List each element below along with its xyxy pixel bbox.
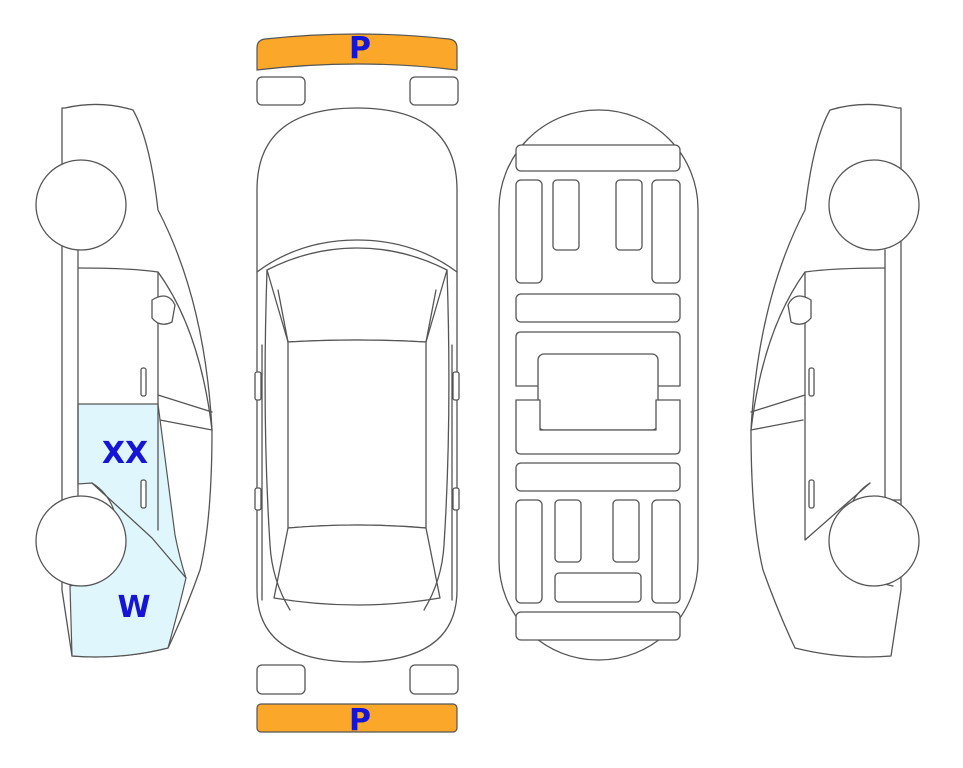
front-bumper-label: P	[349, 31, 371, 66]
top-view-rear-window[interactable]	[273, 524, 441, 606]
underside-panel-front-inner-right[interactable]	[615, 179, 643, 251]
underside-panel-rear-right[interactable]	[651, 499, 681, 604]
left-side-rear-wheel[interactable]	[35, 159, 127, 251]
right-side-front-door-handle[interactable]	[808, 479, 815, 509]
left-side-rear-door-handle[interactable]	[140, 367, 147, 397]
underside-panel-front-inner-left[interactable]	[552, 179, 580, 251]
left-side-front-door-handle[interactable]	[140, 479, 147, 509]
front-right-light[interactable]	[409, 76, 459, 106]
underside-panel-rear-center[interactable]	[554, 572, 642, 603]
right-side-roof-line	[750, 267, 886, 431]
front-bumper-shape	[256, 33, 458, 71]
left-front-fender-label: W	[117, 590, 150, 625]
left-side-window-sill	[157, 394, 213, 413]
right-side-belt-line	[750, 419, 804, 431]
top-view-right-rear-handle	[452, 487, 460, 511]
left-side-belt-line	[159, 419, 213, 431]
underside-panel-mid-rear[interactable]	[515, 462, 681, 492]
front-left-light[interactable]	[256, 76, 306, 106]
top-view-right-mirror[interactable]	[452, 371, 460, 401]
right-side-front-wheel[interactable]	[828, 495, 920, 587]
top-view-hood-line	[256, 239, 458, 273]
underside-panel-front-right[interactable]	[651, 179, 681, 284]
left-side-mirror[interactable]	[151, 295, 176, 325]
top-view-windshield[interactable]	[266, 247, 448, 343]
underside-panel-front-left[interactable]	[515, 179, 543, 284]
underside-panel-rear[interactable]	[515, 611, 681, 641]
top-view-left-side-line	[264, 269, 291, 611]
top-view-left-mirror[interactable]	[254, 371, 262, 401]
right-side-rear-wheel[interactable]	[828, 159, 920, 251]
underside-panel-center-lower[interactable]	[515, 399, 681, 455]
underside-panel-front[interactable]	[515, 144, 681, 172]
rear-left-light[interactable]	[256, 664, 306, 695]
right-side-door-seam	[804, 403, 871, 541]
underside-panel-rear-inner-left[interactable]	[554, 499, 582, 563]
right-side-rear-door-handle[interactable]	[808, 367, 815, 397]
underside-panel-mid-front[interactable]	[515, 293, 681, 323]
left-side-front-wheel[interactable]	[35, 495, 127, 587]
underside-panel-rear-inner-right[interactable]	[612, 499, 640, 563]
left-side-roof-line	[77, 267, 213, 431]
right-side-window-sill	[750, 394, 806, 413]
rear-right-light[interactable]	[409, 664, 459, 695]
car-right-side-view	[750, 103, 920, 658]
top-view-roof[interactable]	[287, 339, 427, 529]
rear-bumper-label: P	[349, 703, 371, 738]
car-top-view	[254, 107, 460, 663]
top-view-left-rear-handle	[254, 487, 262, 511]
top-view-right-a-pillar	[425, 289, 437, 343]
underside-panel-rear-left[interactable]	[515, 499, 543, 604]
rear-bumper[interactable]: P	[256, 703, 458, 738]
rear-bumper-shape	[256, 703, 458, 733]
top-view-left-a-pillar	[277, 289, 289, 343]
right-side-mirror[interactable]	[787, 295, 812, 325]
car-underside-view	[498, 109, 699, 661]
underside-panel-tank[interactable]	[537, 353, 659, 431]
front-bumper[interactable]: P	[256, 31, 458, 71]
car-left-side-view: XX W	[35, 103, 213, 658]
left-front-door-label: XX	[102, 436, 148, 471]
top-view-right-side-line	[423, 269, 450, 611]
